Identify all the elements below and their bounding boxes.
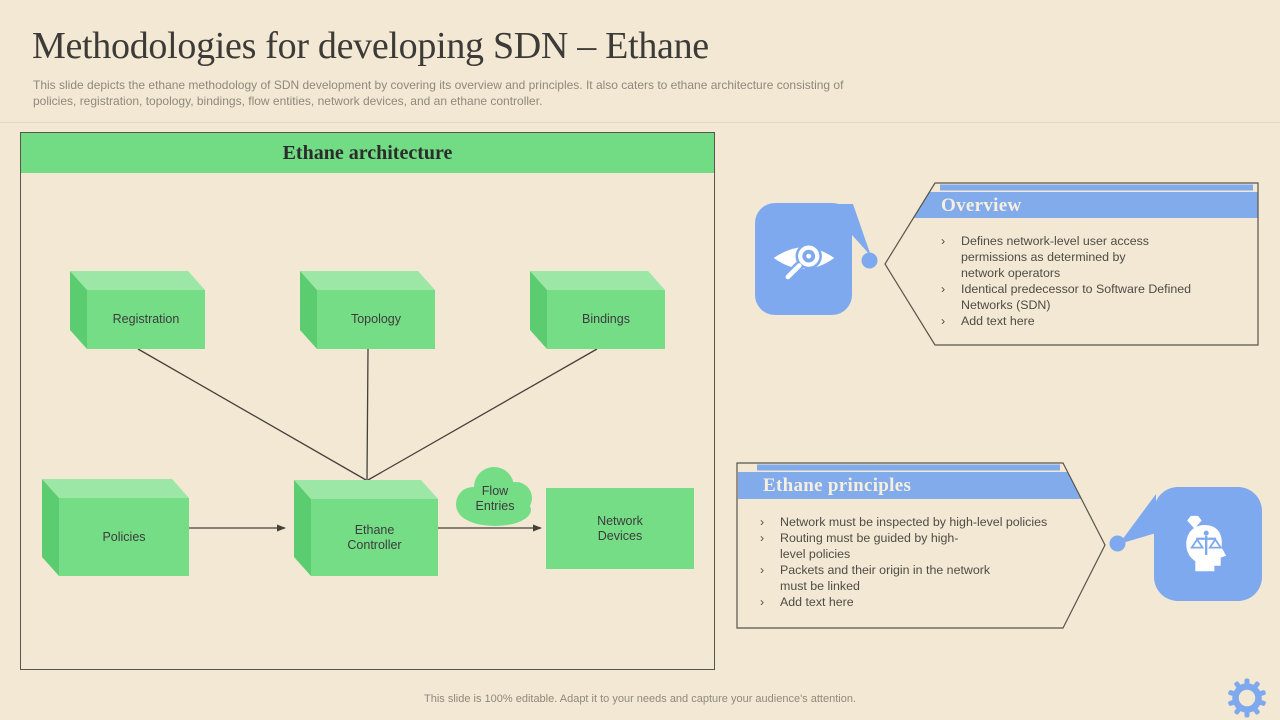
list-item: › Routing must be guided by high- level … [760, 531, 959, 561]
node-ethane-controller: Ethane Controller [347, 522, 402, 552]
add-text-placeholder[interactable]: Add text here [961, 314, 1035, 328]
principles-callout-tail [1119, 494, 1156, 544]
bullet-marker: › [760, 531, 765, 545]
add-text-placeholder[interactable]: Add text here [780, 595, 854, 609]
flow-entries-cloud [456, 467, 532, 526]
bullet-marker: › [941, 282, 946, 296]
eye-magnifier-icon [773, 242, 834, 282]
node-bindings: Bindings [582, 312, 630, 326]
principles-bullets: › Network must be inspected by high-leve… [760, 514, 1070, 610]
principles-icon-tile [1154, 487, 1262, 601]
bullet-marker: › [941, 234, 946, 248]
overview-header: Overview [941, 195, 1022, 216]
page-title: Methodologies for developing SDN – Ethan… [32, 25, 709, 67]
registration-cube [70, 271, 205, 349]
list-item: › Defines network-level user access perm… [941, 234, 1150, 280]
overview-bullets: › Defines network-level user access perm… [941, 233, 1241, 329]
ethane-controller-cube [294, 480, 438, 576]
topology-cube [300, 271, 435, 349]
node-network-devices: Network Devices [597, 513, 643, 543]
policies-cube [42, 479, 189, 576]
node-flow-entries: Flow Entries [475, 484, 515, 513]
architecture-header: Ethane architecture [21, 133, 714, 173]
bullet-marker: › [941, 314, 946, 328]
bullet-marker: › [760, 515, 765, 529]
connector-lines [137, 348, 598, 481]
network-devices-box [546, 488, 694, 569]
bullet-marker: › [760, 563, 765, 577]
slide-subtitle: This slide depicts the ethane methodolog… [33, 78, 844, 108]
architecture-diagram [42, 271, 694, 576]
ethane-architecture-panel: Ethane architecture Registration Topolog… [20, 132, 715, 670]
gear-icon [1228, 678, 1266, 718]
list-item: › Identical predecessor to Software Defi… [941, 282, 1192, 312]
node-topology: Topology [350, 312, 402, 326]
list-item[interactable]: › Add text here [760, 594, 1070, 610]
principles-header: Ethane principles [763, 475, 912, 496]
list-item: › Network must be inspected by high-leve… [760, 515, 1048, 529]
bullet-marker: › [760, 595, 765, 609]
principles-callout-dot [1109, 535, 1126, 552]
list-item: › Packets and their origin in the networ… [760, 563, 991, 593]
node-policies: Policies [102, 529, 146, 544]
footer-note: This slide is 100% editable. Adapt it to… [424, 693, 856, 705]
head-ethics-icon [1186, 515, 1227, 572]
overview-icon-tile [755, 203, 852, 315]
overview-callout-dot [861, 252, 878, 269]
node-registration: Registration [112, 312, 180, 326]
list-item[interactable]: › Add text here [941, 313, 1241, 329]
header-divider [0, 122, 1280, 123]
bindings-cube [530, 271, 665, 349]
